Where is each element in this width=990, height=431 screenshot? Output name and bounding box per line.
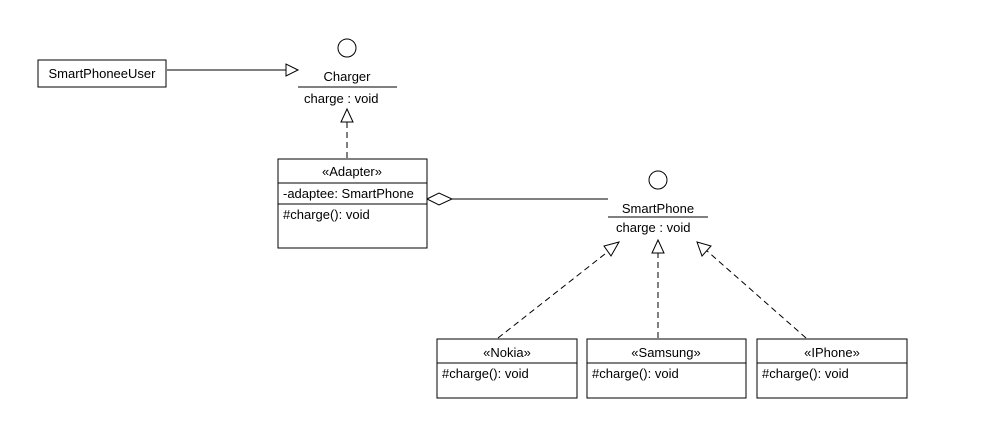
charger-interface-icon: [337, 38, 357, 58]
nokia-stereotype: «Nokia»: [483, 345, 531, 360]
adapter-stereotype: «Adapter»: [322, 164, 382, 179]
samsung-operation: #charge(): void: [592, 366, 679, 381]
class-iphone[interactable]: «IPhone» #charge(): void: [756, 338, 908, 399]
charger-operation: charge : void: [304, 91, 378, 106]
smartphone-name: SmartPhone: [622, 201, 694, 216]
iphone-operation: #charge(): void: [762, 366, 849, 381]
class-smartphoneeuser[interactable]: SmartPhoneeUser: [37, 59, 167, 88]
samsung-stereotype: «Samsung»: [631, 345, 700, 360]
samsung-realizes-smartphone-edge: [651, 238, 665, 338]
smartphone-interface-icon: [648, 170, 668, 190]
adapter-realizes-charger-edge: [340, 107, 354, 158]
iphone-stereotype: «IPhone»: [804, 345, 860, 360]
class-adapter[interactable]: «Adapter» -adaptee: SmartPhone #charge()…: [277, 158, 428, 249]
iphone-realizes-smartphone-edge: [696, 241, 807, 339]
smartphone-operation: charge : void: [616, 220, 690, 235]
class-nokia[interactable]: «Nokia» #charge(): void: [436, 338, 578, 399]
nokia-realizes-smartphone-edge: [497, 241, 621, 339]
smartphoneeuser-name: SmartPhoneeUser: [49, 66, 157, 81]
interface-charger[interactable]: Charger charge : void: [298, 38, 397, 106]
interface-smartphone[interactable]: SmartPhone charge : void: [608, 170, 708, 235]
user-to-charger-edge: [167, 63, 300, 77]
adapter-operation: #charge(): void: [283, 207, 370, 222]
adapter-aggregates-smartphone-edge: [425, 192, 608, 206]
nokia-operation: #charge(): void: [442, 366, 529, 381]
class-samsung[interactable]: «Samsung» #charge(): void: [586, 338, 747, 399]
adapter-attribute: -adaptee: SmartPhone: [283, 186, 414, 201]
charger-name: Charger: [324, 69, 372, 84]
